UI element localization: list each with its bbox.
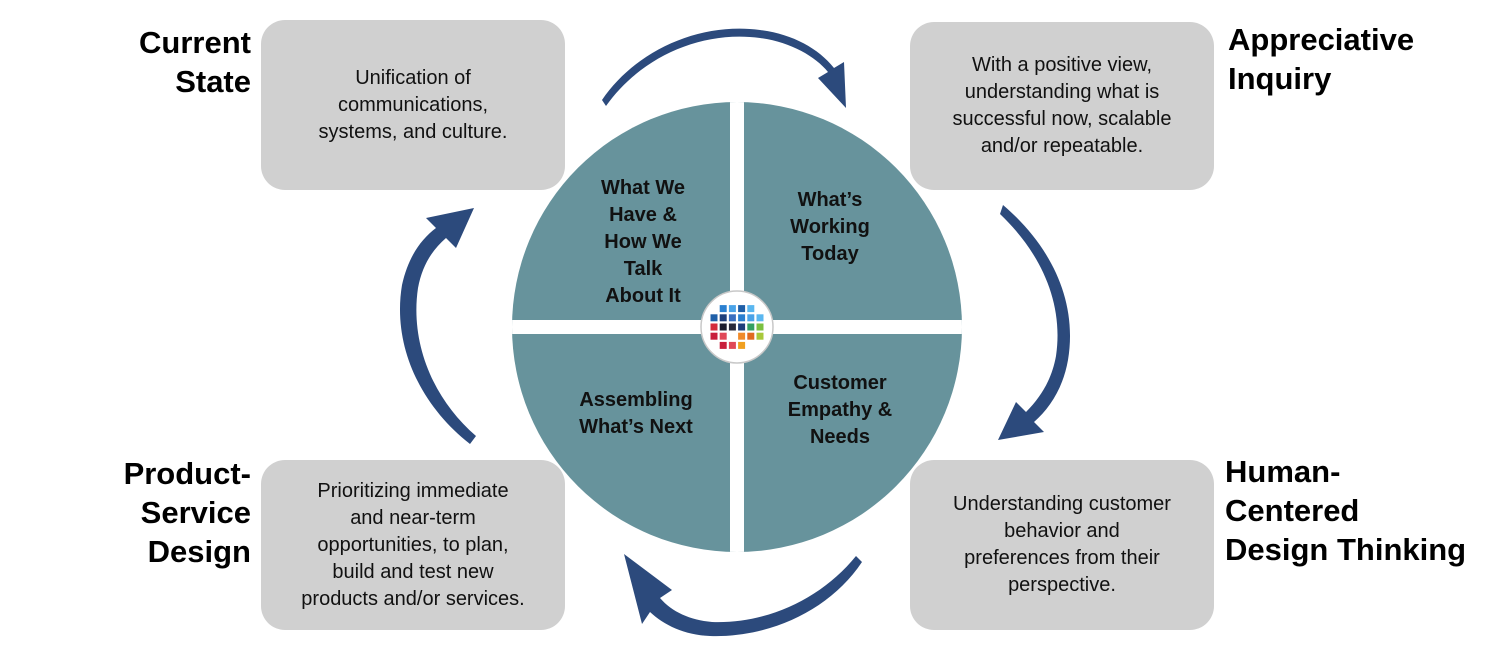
logo-square [719, 341, 727, 349]
box-product-service-design-text: Prioritizing immediate and near-term opp… [301, 479, 525, 610]
logo-square [738, 305, 746, 313]
logo-square [719, 323, 727, 331]
label-appreciative-inquiry: Appreciative Inquiry [1228, 22, 1415, 96]
logo-grid-icon [710, 305, 764, 349]
quadrant-bottom-right-text: Customer Empathy & Needs [787, 371, 893, 448]
logo-square [728, 305, 736, 313]
logo-square [728, 341, 736, 349]
box-product-service-design: Prioritizing immediate and near-term opp… [261, 460, 565, 630]
quadrant-bottom-left-text: Assembling What’s Next [579, 389, 693, 438]
logo-badge [700, 290, 774, 364]
label-human-centered-design: Human- Centered Design Thinking [1225, 454, 1467, 567]
center-logo [700, 290, 774, 364]
logo-square [747, 314, 755, 322]
logo-square [747, 323, 755, 331]
cycle-arrows [399, 28, 1071, 637]
arrow-top-icon [602, 28, 846, 108]
quadrant-top-left-text: What We Have & How We Talk About It [600, 176, 686, 307]
box-appreciative-inquiry: With a positive view, understanding what… [910, 22, 1214, 190]
logo-square [710, 323, 718, 331]
logo-square [710, 314, 718, 322]
logo-square [738, 332, 746, 340]
box-human-centered-design-text: Understanding customer behavior and pref… [953, 493, 1171, 596]
quadrant-top-right-text: What’s Working Today [790, 188, 870, 265]
logo-square [719, 314, 727, 322]
box-current-state: Unification of communications, systems, … [261, 20, 565, 190]
box-appreciative-inquiry-text: With a positive view, understanding what… [952, 54, 1172, 157]
logo-square [738, 341, 746, 349]
logo-square [719, 305, 727, 313]
logo-square [756, 314, 764, 322]
box-human-centered-design: Understanding customer behavior and pref… [910, 460, 1214, 630]
logo-square [738, 314, 746, 322]
logo-square [756, 332, 764, 340]
arrow-bottom-icon [624, 554, 862, 637]
logo-square [728, 314, 736, 322]
logo-square [738, 323, 746, 331]
logo-square [728, 323, 736, 331]
label-current-state: Current State [139, 25, 251, 99]
logo-square [756, 323, 764, 331]
logo-square [747, 305, 755, 313]
arrow-left-icon [399, 208, 476, 444]
logo-square [710, 332, 718, 340]
logo-square [747, 332, 755, 340]
quadrant-circle [512, 102, 962, 552]
label-product-service-design: Product- Service Design [123, 456, 251, 569]
arrow-right-icon [998, 205, 1071, 440]
box-current-state-text: Unification of communications, systems, … [318, 66, 508, 143]
logo-square [719, 332, 727, 340]
